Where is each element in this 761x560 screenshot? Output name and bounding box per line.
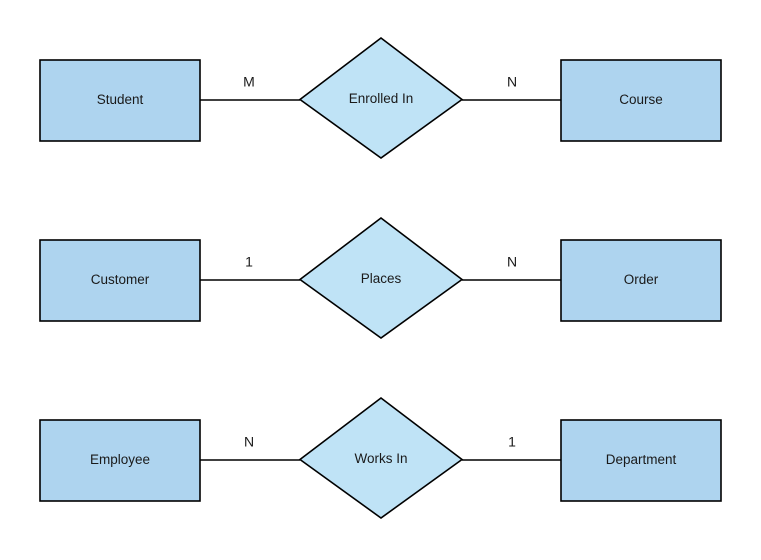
entity-label-course: Course xyxy=(619,92,663,107)
entity-label-employee: Employee xyxy=(90,452,150,467)
cardinality-label-left-enrolled-in: M xyxy=(243,74,255,90)
entity-box-employee[interactable] xyxy=(39,419,201,502)
relationship-diamond-places[interactable] xyxy=(298,216,464,339)
entity-label-student: Student xyxy=(97,92,144,107)
relationship-label-works-in: Works In xyxy=(354,451,407,466)
cardinality-label-right-places: N xyxy=(507,254,517,270)
entity-box-student[interactable] xyxy=(39,59,201,142)
entity-box-customer[interactable] xyxy=(39,239,201,322)
entity-label-order: Order xyxy=(624,272,659,287)
relationship-diamond-enrolled-in[interactable] xyxy=(298,36,464,159)
cardinality-label-left-works-in: N xyxy=(244,434,254,450)
entity-box-order[interactable] xyxy=(560,239,722,322)
cardinality-label-right-enrolled-in: N xyxy=(507,74,517,90)
relationship-label-enrolled-in: Enrolled In xyxy=(349,91,414,106)
relationship-group-enrolled-in: Student Enrolled In Course M N xyxy=(39,36,722,159)
entity-box-department[interactable] xyxy=(560,419,722,502)
cardinality-label-left-places: 1 xyxy=(245,254,253,270)
entity-box-course[interactable] xyxy=(560,59,722,142)
relationship-diamond-works-in[interactable] xyxy=(298,396,464,519)
relationship-group-places: Customer Places Order 1 N xyxy=(39,216,722,339)
cardinality-label-right-works-in: 1 xyxy=(508,434,516,450)
relationship-label-places: Places xyxy=(361,271,402,286)
entity-label-department: Department xyxy=(606,452,677,467)
entity-label-customer: Customer xyxy=(91,272,150,287)
relationship-group-works-in: Employee Works In Department N 1 xyxy=(39,396,722,519)
